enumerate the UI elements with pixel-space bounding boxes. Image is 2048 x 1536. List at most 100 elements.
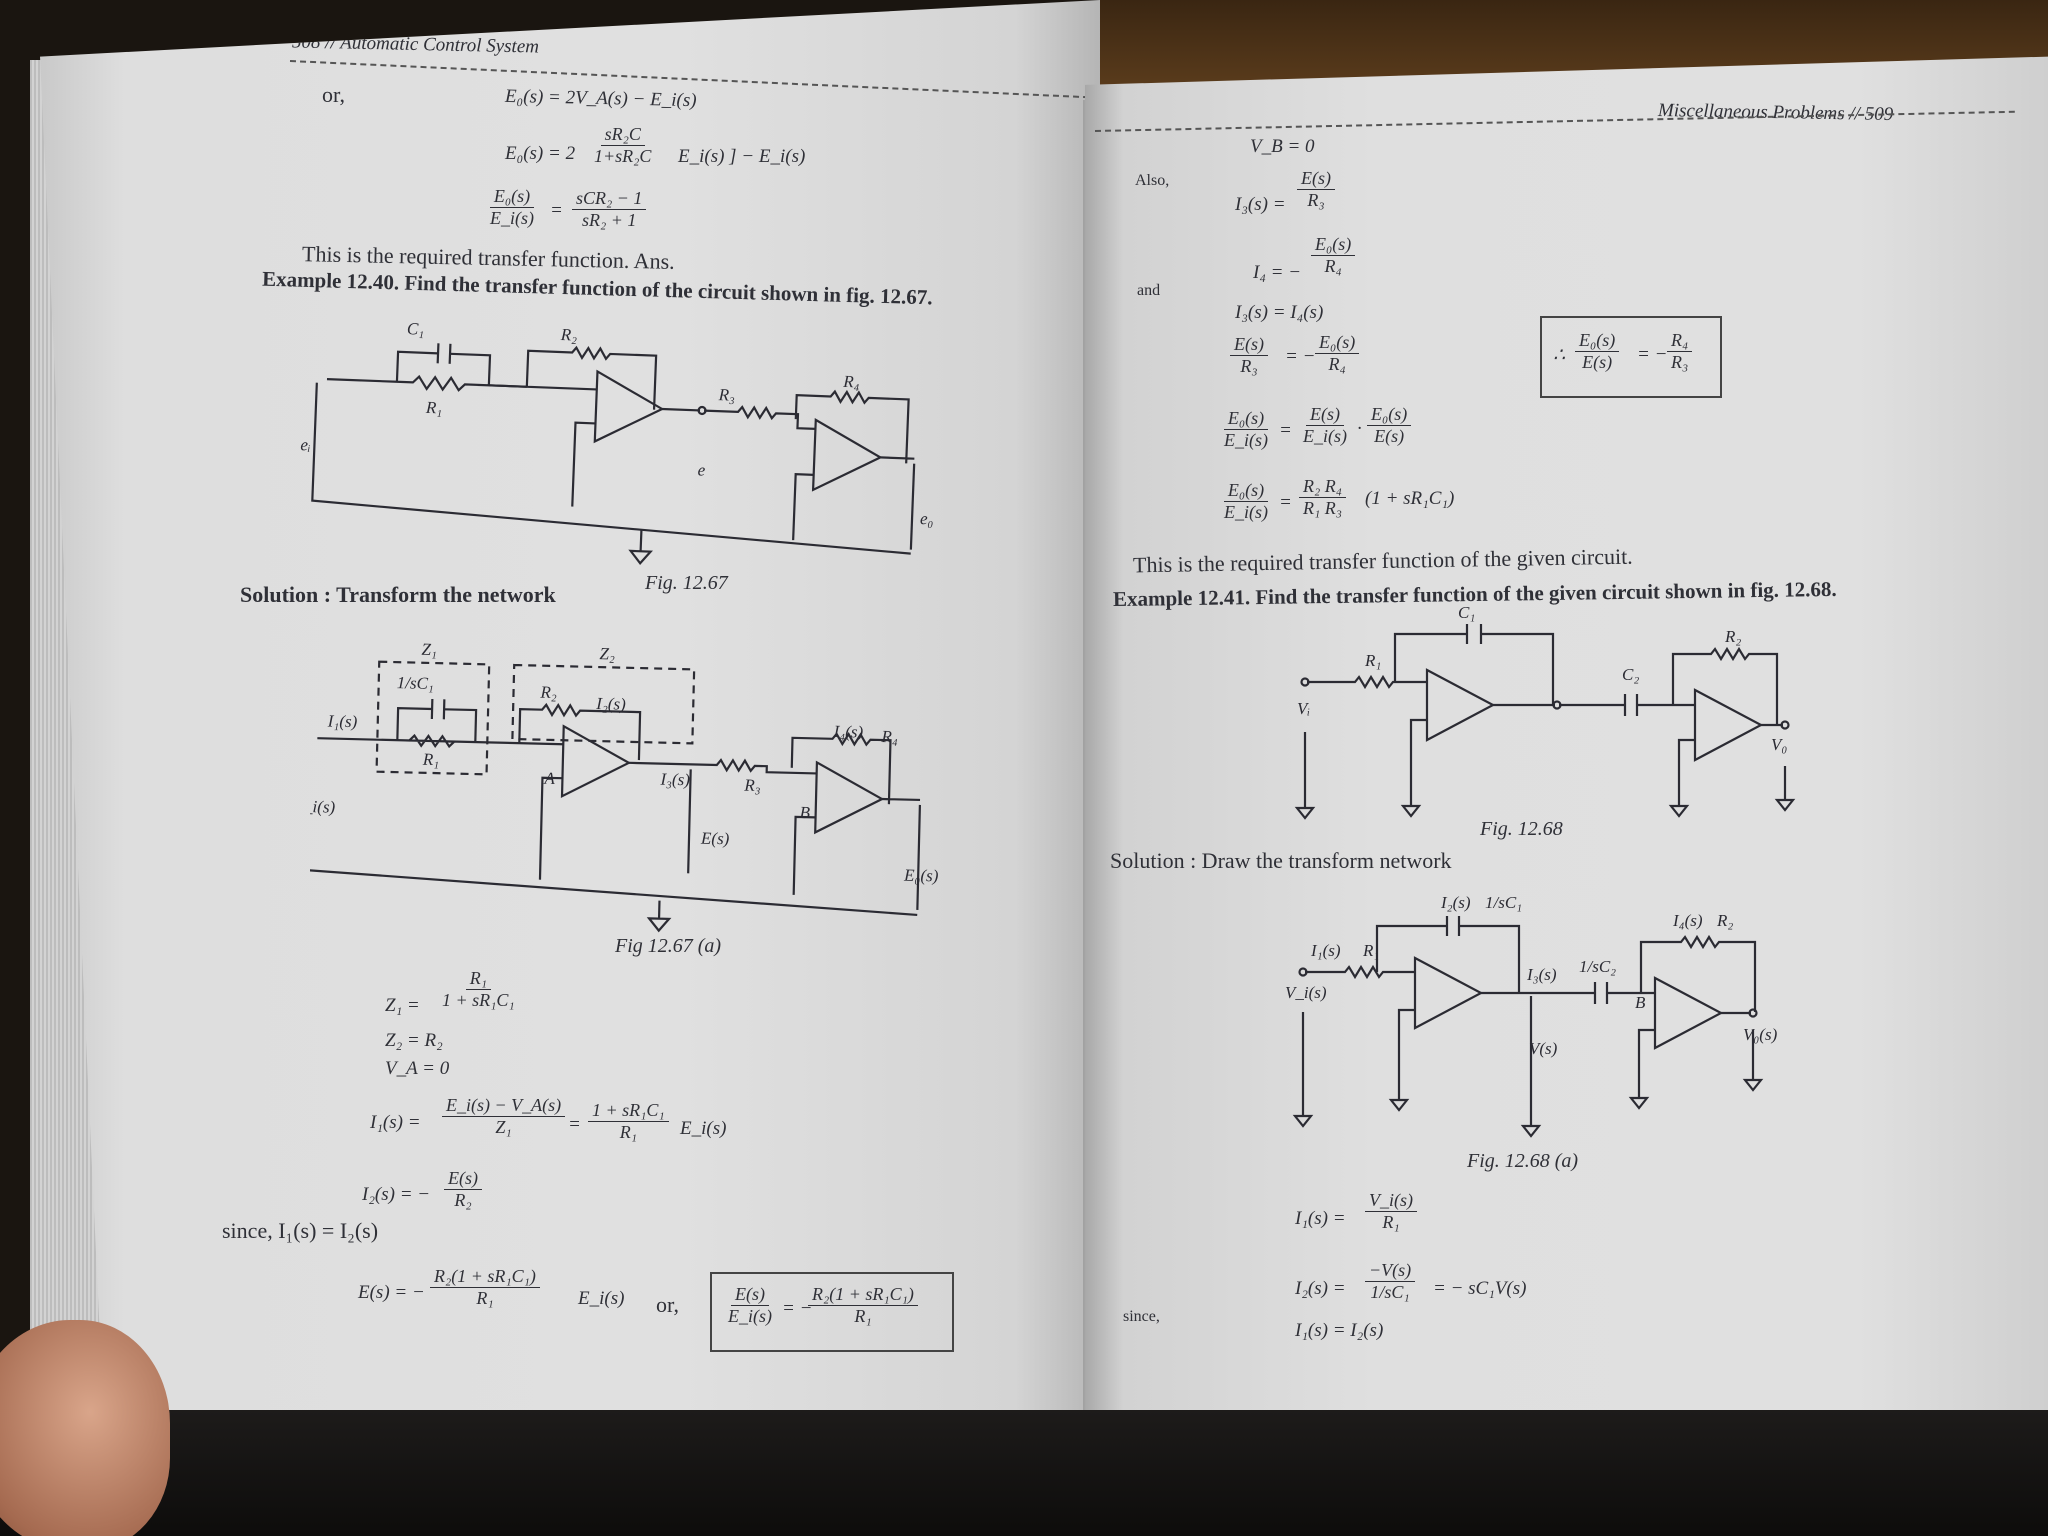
- z1-dashed-box: [375, 660, 491, 776]
- i2-tail-right: = − sC₁V(s): [1433, 1278, 1527, 1299]
- feedback-network-1: [326, 350, 527, 392]
- r2-feedback-a: [1639, 934, 1757, 1015]
- i2-lhs: I₂(s) = −: [362, 1184, 431, 1205]
- table-foreground: [0, 1410, 2048, 1536]
- eq3-rhs: sCR₂ − 1 sR₂ + 1: [572, 188, 647, 231]
- fig-12-68-caption: Fig. 12.68: [1480, 818, 1563, 840]
- grounds: [571, 421, 814, 541]
- opamp-a2: [814, 760, 885, 835]
- label-r3-a: R₃: [743, 776, 761, 795]
- capacitor-c2-a: [1593, 982, 1609, 1004]
- label-i1-a: I₁(s): [1310, 941, 1341, 960]
- label-r1-a: R₁: [422, 750, 440, 769]
- ratio1-rhs-den: R₄: [1328, 354, 1346, 374]
- label-c1: C₁: [407, 319, 425, 339]
- eq2-den: 1+sR₂C: [594, 146, 652, 166]
- vi-terminal: [1300, 677, 1310, 687]
- fig-12-67-caption: Fig. 12.67: [645, 572, 728, 594]
- eo-terminal: [909, 463, 916, 550]
- z1-num: R₁: [465, 968, 491, 990]
- opamp-c2: [1653, 976, 1724, 1050]
- i1-rhs-fraction: 1 + sR₁C₁ R₁: [588, 1100, 669, 1143]
- i1-den: Z₁: [495, 1117, 512, 1137]
- ratio1-rhs-num: E₀(s): [1315, 332, 1360, 354]
- final-num: E₀(s): [1223, 480, 1269, 502]
- label-i4-a: I₄(s): [1672, 911, 1703, 930]
- ratio1-lhs: E(s) R₃: [1230, 334, 1268, 377]
- vo-ground-a: [1742, 1030, 1764, 1092]
- i1-fraction-right: V_i(s) R₁: [1365, 1190, 1417, 1233]
- z1-fraction: R₁ 1 + sR₁C₁: [438, 968, 519, 1011]
- solution-text-right: Solution : Draw the transform network: [1110, 848, 1452, 873]
- chain-c-den: E(s): [1374, 426, 1405, 446]
- since-left: since, I₁(s) = I₂(s): [222, 1218, 379, 1243]
- label-ei: eᵢ: [300, 435, 311, 454]
- final-tail: (1 + sR₁C₁): [1365, 488, 1455, 509]
- i1-lhs: I₁(s) =: [370, 1112, 421, 1133]
- r2-feedback: [1671, 646, 1783, 727]
- chain-c-num: E₀(s): [1367, 404, 1412, 426]
- boxed-lhs-den: E_i(s): [728, 1306, 772, 1326]
- i2-num: E(s): [444, 1168, 482, 1190]
- label-vs: V(s): [1529, 1039, 1558, 1058]
- box-right-rhs-num: R₄: [1667, 330, 1693, 352]
- i4-lhs: I₄ = −: [1253, 262, 1302, 283]
- label-r2: R₂: [560, 325, 578, 345]
- left-page: 508 // Automatic Control System or, E₀(s…: [40, 0, 1100, 1415]
- r4-feedback-a: [790, 731, 921, 805]
- eq1: E₀(s) = 2V_A(s) − E_i(s): [504, 85, 697, 112]
- eq3-rhs-num: sCR₂ − 1: [572, 188, 647, 210]
- ground-c1: [1388, 1008, 1415, 1112]
- ratio1-den: R₃: [1240, 356, 1258, 376]
- c1-feedback: [1393, 624, 1555, 704]
- vs-node-ground: [1520, 996, 1542, 1138]
- label-z1: Z₁: [421, 640, 437, 659]
- label-eo-a: E₀(s): [903, 866, 939, 886]
- boxed-lhs: E(s) E_i(s): [724, 1284, 776, 1327]
- opamp-c1: [1413, 956, 1484, 1030]
- final-rhs-den: R₁ R₃: [1303, 498, 1343, 518]
- eq3-lhs-den: E_i(s): [490, 208, 534, 228]
- label-r4: R₄: [842, 372, 860, 392]
- label-a: A: [543, 769, 555, 788]
- i2-lhs-right: I₂(s) =: [1295, 1278, 1346, 1299]
- i3-eq-i4: I₃(s) = I₄(s): [1235, 302, 1324, 323]
- ratio1-eq: = −: [1285, 346, 1316, 367]
- label-1-sc1-a: 1/sC₁: [1485, 893, 1522, 912]
- i4-fraction: E₀(s) R₄: [1311, 234, 1356, 277]
- z2-network: [487, 702, 642, 761]
- i2-num-right: −V(s): [1365, 1260, 1416, 1282]
- thumb: [0, 1320, 170, 1536]
- label-vi-b: Vᵢ: [1297, 699, 1310, 718]
- since-right: since,: [1123, 1308, 1160, 1325]
- vi-ground-a: [1292, 1012, 1314, 1128]
- vi-ground: [1294, 732, 1316, 820]
- vi-terminal-a: [1298, 967, 1308, 977]
- figure-12-68a: I₂(s) 1/sC₁ I₁(s) R₁ V_i(s) I₃(s) 1/sC₂ …: [1285, 893, 1778, 1138]
- i2-fraction-right: −V(s) 1/sC₁: [1365, 1260, 1416, 1303]
- z1-network: [317, 707, 488, 749]
- label-r2-b: R₂: [1724, 627, 1741, 646]
- i1-rhs-den: R₁: [619, 1122, 637, 1142]
- r3-link: [662, 405, 816, 430]
- vo-terminal: [1780, 720, 1790, 730]
- final-rhs-num: R₂ R₄: [1299, 476, 1347, 498]
- r1-input-a: [1305, 964, 1415, 980]
- label-b-a: B: [1635, 993, 1646, 1012]
- feedback-r4: [794, 389, 915, 464]
- capacitor-c1: [436, 343, 452, 364]
- i1-num: E_i(s) − V_A(s): [442, 1095, 566, 1117]
- i2-den-right: 1/sC₁: [1370, 1282, 1410, 1302]
- i1-eq-i2-right: I₁(s) = I₂(s): [1295, 1320, 1384, 1341]
- eq2-num: sR₂C: [600, 124, 645, 146]
- figure-12-67: C₁ R₂ R₁ R₃ R₄ eᵢ e e₀: [300, 319, 934, 565]
- ratio1-num: E(s): [1230, 334, 1268, 356]
- opamp-a1: [560, 724, 632, 799]
- label-eo: e₀: [920, 509, 934, 529]
- box-therefore: ∴: [1553, 345, 1566, 366]
- label-r1-b: R₁: [1364, 651, 1381, 670]
- eq2-fraction: sR₂C 1+sR₂C: [590, 124, 655, 167]
- or-label-2: or,: [656, 1292, 679, 1317]
- final-den: E_i(s): [1224, 502, 1268, 522]
